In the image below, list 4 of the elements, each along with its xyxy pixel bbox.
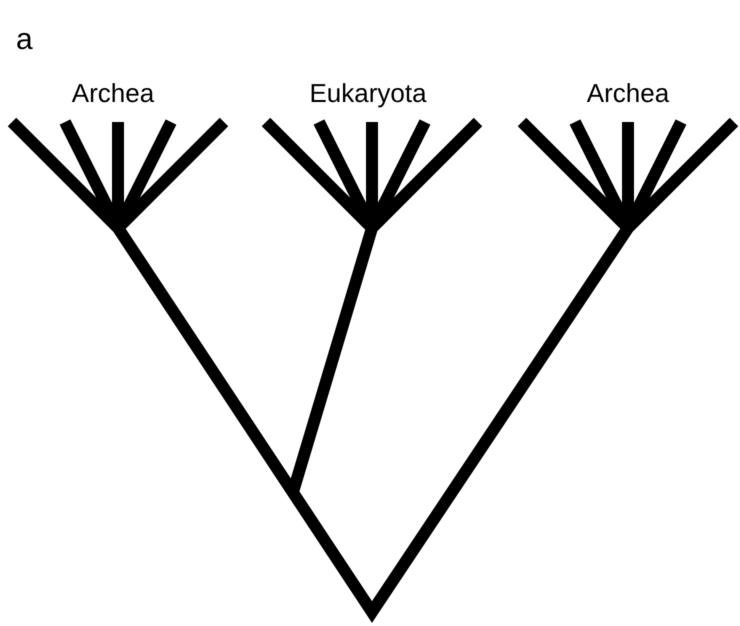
panel-letter: a: [16, 25, 33, 55]
group-label: Archea: [72, 80, 154, 106]
group-label: Archea: [586, 80, 670, 106]
group-label: Eukaryota: [309, 80, 427, 106]
